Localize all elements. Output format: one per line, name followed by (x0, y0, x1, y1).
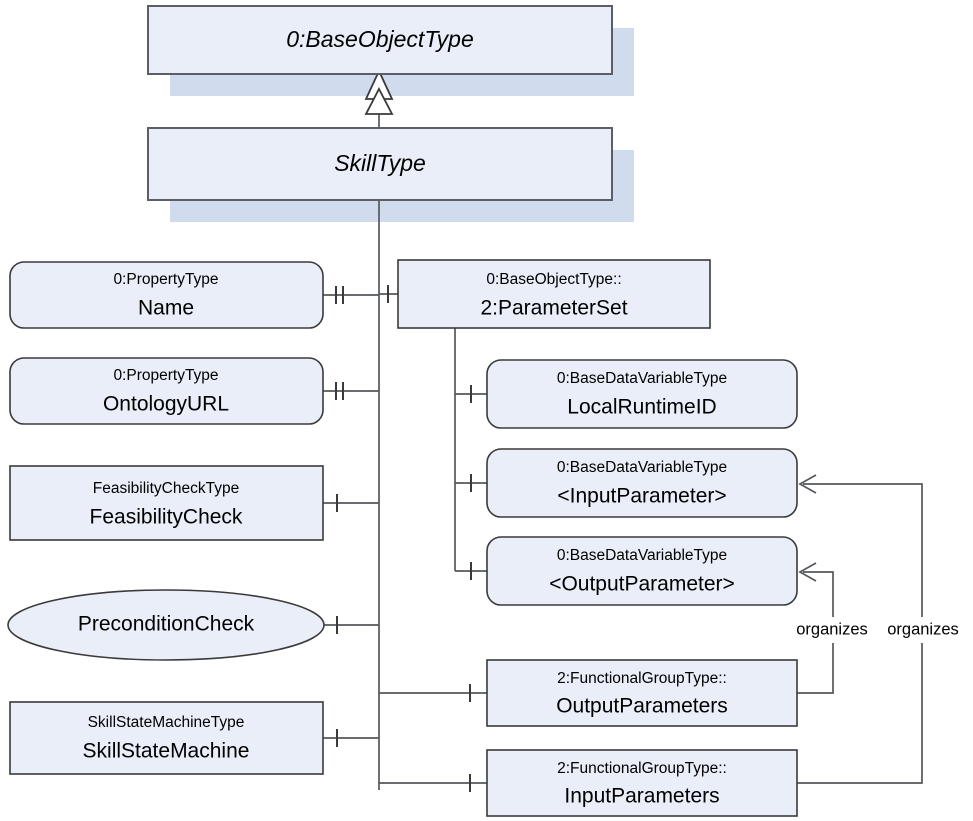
node-precondition-check-ellipse[interactable] (7, 589, 325, 661)
arrowhead-organizes-input (798, 474, 817, 494)
node-feasibility-check-box[interactable] (9, 465, 324, 541)
node-skill-state-machine-box[interactable] (9, 701, 324, 775)
node-ontology-url-type: 0:PropertyType (113, 367, 218, 384)
node-ontology-url[interactable]: 0:PropertyType OntologyURL (9, 357, 324, 425)
node-precondition-check-label: PreconditionCheck (78, 613, 255, 636)
node-feasibility-check[interactable]: FeasibilityCheckType FeasibilityCheck (9, 465, 324, 541)
node-parameter-set-label: 2:ParameterSet (480, 297, 627, 320)
node-output-parameter-type: 0:BaseDataVariableType (557, 547, 727, 564)
node-input-parameters-group-type: 2:FunctionalGroupType:: (557, 760, 727, 777)
edge-label-organizes-inner-bg (786, 617, 878, 643)
node-local-runtime-id-box[interactable] (486, 359, 798, 429)
node-skill-type-label: SkillType (334, 150, 426, 176)
node-input-parameters-group-label: InputParameters (564, 785, 719, 808)
node-parameter-set-box[interactable] (397, 259, 711, 329)
node-base-object-type-box[interactable] (147, 5, 613, 75)
node-name[interactable]: 0:PropertyType Name (9, 261, 324, 329)
node-name-box[interactable] (9, 261, 324, 329)
node-base-object-type[interactable]: 0:BaseObjectType (147, 5, 613, 75)
node-output-parameters-group[interactable]: 2:FunctionalGroupType:: OutputParameters (486, 659, 798, 727)
node-skill-state-machine[interactable]: SkillStateMachineType SkillStateMachine (9, 701, 324, 775)
edge-label-layer: organizes organizes (786, 617, 970, 643)
node-name-label: Name (138, 297, 194, 320)
node-input-parameter-type: 0:BaseDataVariableType (557, 459, 727, 476)
node-skill-state-machine-type: SkillStateMachineType (88, 714, 245, 731)
generalization-arrowheads (364, 68, 394, 115)
node-parameter-set-type: 0:BaseObjectType:: (486, 271, 621, 288)
edge-label-organizes-outer-bg (878, 617, 970, 643)
node-feasibility-check-type: FeasibilityCheckType (93, 480, 239, 497)
edge-label-organizes-inner: organizes (796, 620, 868, 638)
node-skill-state-machine-label: SkillStateMachine (83, 740, 250, 763)
node-output-parameter-label: <OutputParameter> (549, 573, 735, 596)
edge-label-organizes-outer: organizes (887, 620, 959, 638)
node-output-parameter-box[interactable] (486, 536, 798, 606)
node-parameter-set[interactable]: 0:BaseObjectType:: 2:ParameterSet (397, 259, 711, 329)
node-output-parameters-group-label: OutputParameters (556, 695, 728, 718)
node-input-parameters-group[interactable]: 2:FunctionalGroupType:: InputParameters (486, 749, 798, 817)
connector-layer (323, 110, 923, 792)
node-output-parameters-group-type: 2:FunctionalGroupType:: (557, 670, 727, 687)
node-name-type: 0:PropertyType (113, 271, 218, 288)
node-input-parameter-box[interactable] (486, 448, 798, 518)
node-ontology-url-box[interactable] (9, 357, 324, 425)
node-local-runtime-id-type: 0:BaseDataVariableType (557, 370, 727, 387)
node-input-parameter[interactable]: 0:BaseDataVariableType <InputParameter> (486, 448, 798, 518)
node-skill-type-box[interactable] (147, 127, 613, 201)
node-skill-type[interactable]: SkillType (147, 127, 613, 201)
generalization-triangle-lower-icon (364, 87, 394, 115)
node-output-parameter[interactable]: 0:BaseDataVariableType <OutputParameter> (486, 536, 798, 606)
node-local-runtime-id[interactable]: 0:BaseDataVariableType LocalRuntimeID (486, 359, 798, 429)
node-precondition-check[interactable]: PreconditionCheck (7, 589, 325, 661)
node-feasibility-check-label: FeasibilityCheck (90, 506, 243, 529)
node-base-object-type-label: 0:BaseObjectType (286, 26, 474, 52)
node-input-parameter-label: <InputParameter> (557, 485, 726, 508)
arrowhead-organizes-output (798, 562, 817, 582)
node-output-parameters-group-box[interactable] (486, 659, 798, 727)
node-local-runtime-id-label: LocalRuntimeID (567, 396, 716, 419)
node-ontology-url-label: OntologyURL (103, 393, 229, 416)
node-input-parameters-group-box[interactable] (486, 749, 798, 817)
